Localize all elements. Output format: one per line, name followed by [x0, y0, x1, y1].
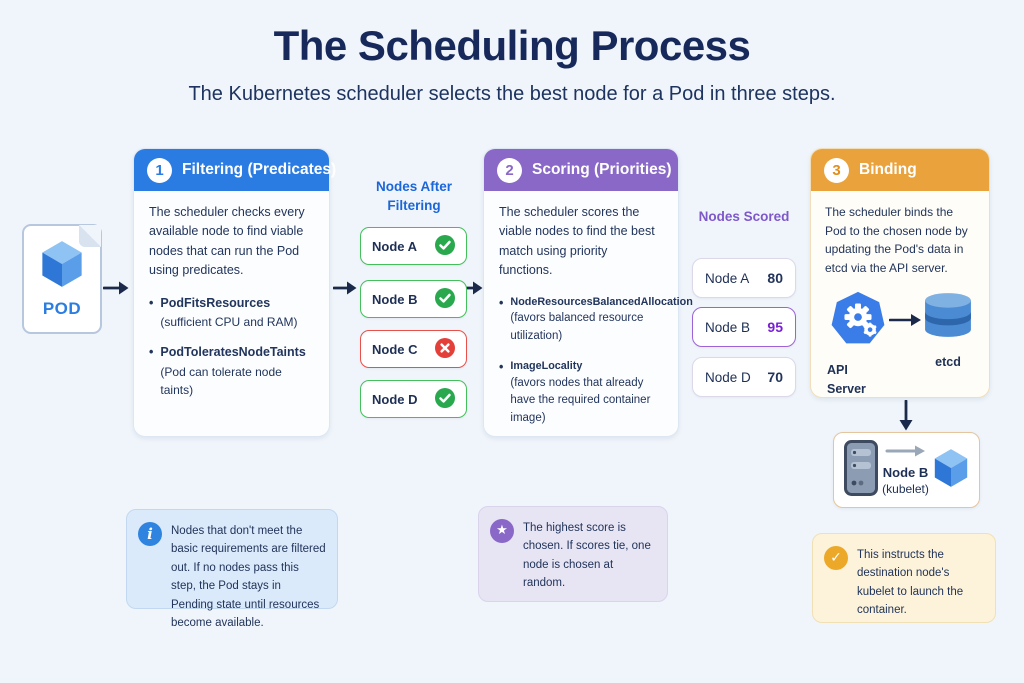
pod-label: POD — [42, 298, 82, 318]
list-item: PodToleratesNodeTaints (Pod can tolerate… — [149, 343, 314, 400]
predicate-detail: (Pod can tolerate node taints) — [160, 364, 282, 398]
scoring-note: ★ The highest score is chosen. If scores… — [478, 506, 668, 602]
filtered-node-row: Node A — [360, 227, 467, 265]
scored-node-row-selected: Node B 95 — [692, 307, 796, 347]
node-score: 70 — [767, 369, 783, 385]
filtering-description: The scheduler checks every available nod… — [149, 205, 305, 278]
step-number-badge: 2 — [497, 157, 522, 183]
pod-cube-icon — [933, 448, 969, 493]
filtering-card-body: The scheduler checks every available nod… — [134, 191, 329, 422]
note-text: This instructs the destination node's ku… — [857, 549, 964, 617]
list-item: ImageLocality (favors nodes that already… — [499, 358, 663, 428]
priority-name: NodeResourcesBalancedAllocation — [510, 295, 693, 308]
node-name: Node A — [705, 270, 750, 286]
scoring-card-body: The scheduler scores the viable nodes to… — [484, 191, 693, 450]
node-score: 80 — [767, 270, 783, 286]
bullet-icon — [149, 343, 153, 400]
step-number-badge: 1 — [147, 157, 172, 183]
check-circle-icon — [435, 287, 455, 311]
api-server-icon — [829, 290, 887, 354]
binding-card-title: Binding — [859, 161, 917, 178]
note-text: Nodes that don't meet the basic requirem… — [171, 525, 326, 629]
node-name: Node B — [372, 291, 418, 307]
list-item: PodFitsResources (sufficient CPU and RAM… — [149, 294, 314, 332]
api-server-label: API Server — [827, 362, 866, 397]
arrow-down-icon — [897, 399, 915, 437]
binding-note: ✓ This instructs the destination node's … — [812, 533, 996, 623]
scored-node-row: Node D 70 — [692, 357, 796, 397]
filtering-card-title: Filtering (Predicates) — [182, 161, 337, 178]
priority-name: ImageLocality — [510, 359, 583, 372]
filtered-node-row: Node C — [360, 330, 467, 368]
nodes-after-filtering-heading: Nodes After Filtering — [375, 179, 452, 213]
filtered-node-row: Node B — [360, 280, 467, 318]
arrow-right-icon — [463, 279, 484, 302]
arrow-right-icon — [332, 279, 358, 302]
binding-description: The scheduler binds the Pod to the chose… — [825, 205, 968, 275]
predicate-name: PodToleratesNodeTaints — [160, 345, 306, 360]
node-name: Node B — [705, 319, 751, 335]
node-name: Node D — [372, 391, 418, 407]
arrow-right-icon — [102, 279, 130, 302]
step-number-badge: 3 — [824, 157, 849, 183]
arrow-right-icon — [885, 443, 927, 465]
etcd-figure: etcd — [923, 290, 973, 372]
bullet-icon — [149, 294, 153, 332]
page-title: The Scheduling Process — [273, 22, 751, 69]
bullet-icon — [499, 294, 503, 346]
kubelet-node-name: Node B — [882, 465, 929, 481]
node-name: Node A — [372, 238, 418, 254]
list-item: NodeResourcesBalancedAllocation (favors … — [499, 294, 692, 346]
scoring-description: The scheduler scores the viable nodes to… — [499, 205, 655, 278]
check-circle-icon — [435, 387, 455, 411]
info-icon: i — [138, 522, 162, 546]
etcd-icon — [923, 290, 973, 346]
server-icon — [844, 439, 878, 502]
note-text: The highest score is chosen. If scores t… — [523, 522, 651, 590]
scoring-card-title: Scoring (Priorities) — [532, 161, 672, 178]
priority-detail: (favors nodes that already have the requ… — [510, 376, 651, 425]
etcd-label: etcd — [935, 354, 961, 369]
check-circle-icon — [435, 234, 455, 258]
node-name: Node C — [372, 341, 418, 357]
nodes-scored-heading: Nodes Scored — [698, 209, 790, 224]
bullet-icon — [499, 358, 503, 428]
filtering-note: i Nodes that don't meet the basic requir… — [126, 509, 338, 629]
binding-card-body: The scheduler binds the Pod to the chose… — [811, 191, 989, 412]
check-icon: ✓ — [824, 546, 848, 570]
priority-detail: (favors balanced resource utilization) — [510, 312, 644, 343]
arrow-right-icon — [888, 312, 923, 334]
filtering-card: 1 Filtering (Predicates) The scheduler c… — [133, 148, 336, 437]
scoring-card-header: 2 Scoring (Priorities) — [484, 149, 678, 191]
filtering-card-header: 1 Filtering (Predicates) — [134, 149, 336, 191]
predicate-name: PodFitsResources — [160, 295, 271, 310]
folded-corner — [79, 225, 101, 247]
binding-icon-row: API Server etcd — [825, 290, 975, 399]
node-score: 95 — [767, 319, 783, 335]
kubelet-label-group: Node B (kubelet) — [882, 443, 929, 496]
predicate-detail: (sufficient CPU and RAM) — [160, 314, 298, 329]
binding-card: 3 Binding The scheduler binds the Pod to… — [810, 148, 990, 398]
kubelet-node-box: Node B (kubelet) — [833, 432, 980, 508]
scoring-card: 2 Scoring (Priorities) The scheduler sco… — [483, 148, 693, 437]
api-server-figure: API Server — [827, 290, 889, 399]
binding-card-header: 3 Binding — [811, 149, 989, 191]
cross-circle-icon — [435, 337, 455, 361]
pod-document-card: POD — [22, 224, 102, 334]
page-subtitle: The Kubernetes scheduler selects the bes… — [188, 83, 836, 105]
kubelet-role: (kubelet) — [882, 481, 929, 496]
star-icon: ★ — [490, 519, 514, 543]
pod-cube-icon — [40, 240, 84, 293]
filtered-node-row: Node D — [360, 380, 467, 418]
scored-node-row: Node A 80 — [692, 258, 796, 298]
node-name: Node D — [705, 369, 751, 385]
